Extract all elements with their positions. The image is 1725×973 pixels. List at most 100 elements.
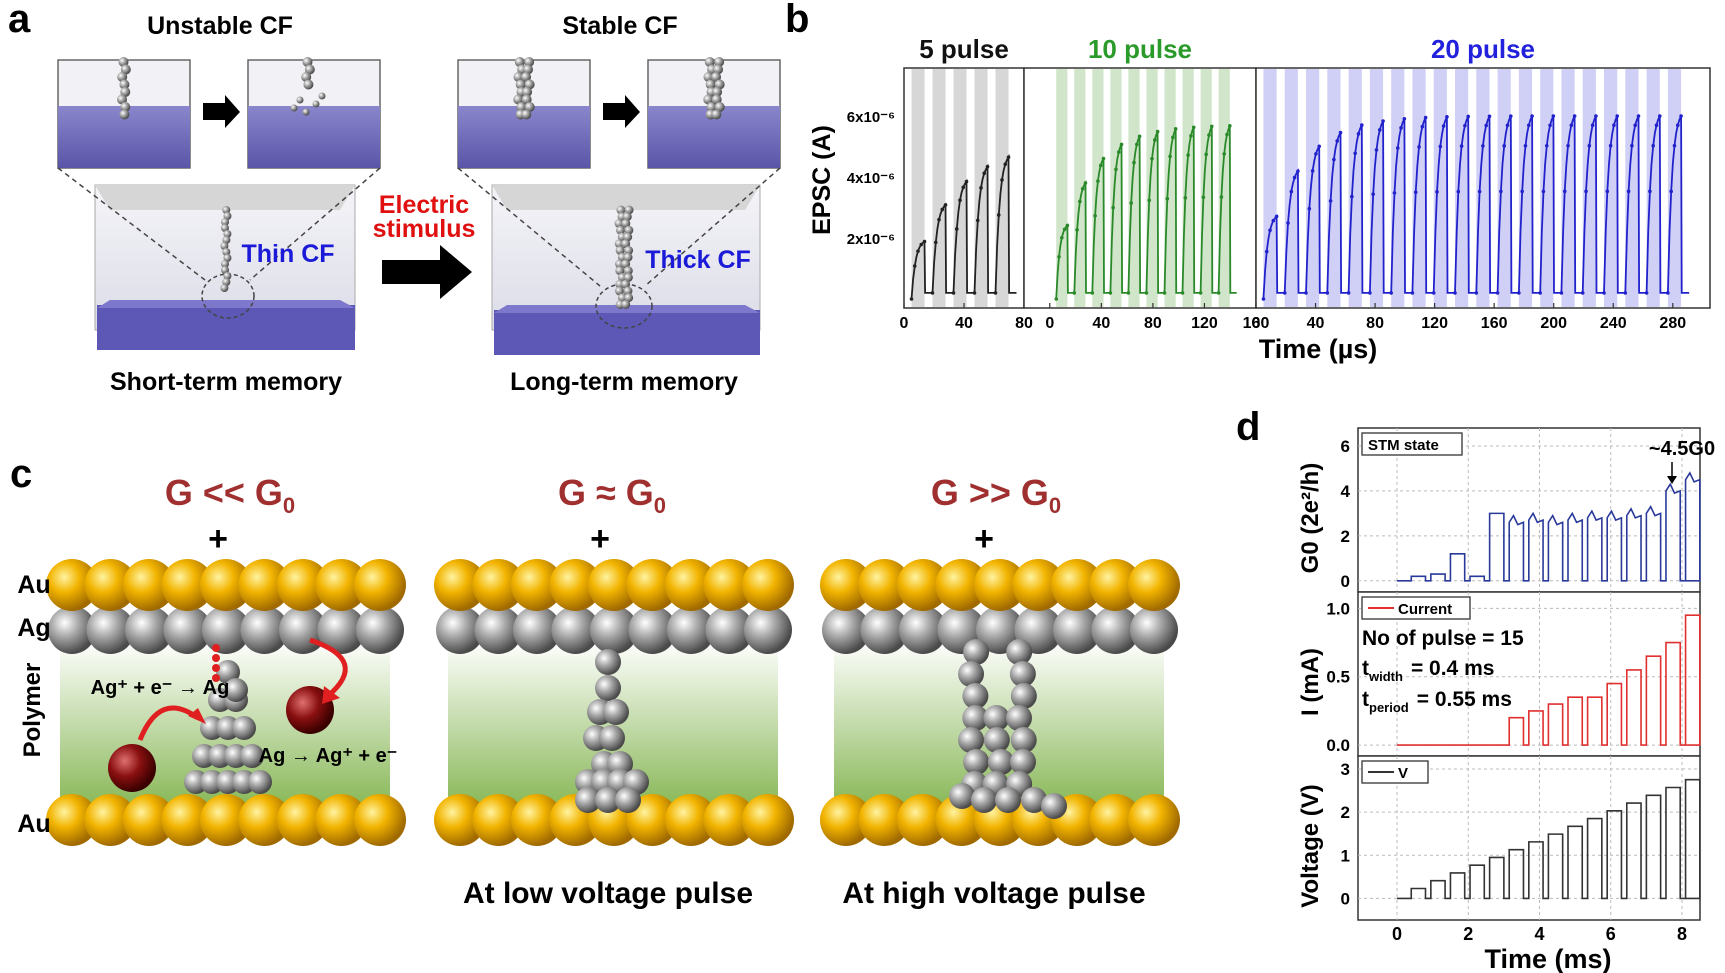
filament-atom [223,254,232,262]
big-arrow-icon [382,245,472,299]
filament-atom [712,87,723,97]
filament-atom [595,675,621,701]
filament-atom [616,205,626,215]
unstable-inset-before [57,57,191,169]
pulse-shade [1200,69,1212,307]
filament-atom [603,699,629,725]
epsc-tick: 6x10⁻⁶ [847,109,895,126]
filament-atom [220,266,229,274]
filament-atom [524,57,535,67]
time-ms-axis-label: Time (ms) [1484,944,1611,973]
ag-atom [860,606,909,654]
ag-atom [744,606,792,654]
stable-inset-before [457,57,591,169]
long-term-memory-label: Long-term memory [510,368,738,396]
filament-atom [623,286,633,296]
x-tick-label: 0 [1252,315,1261,332]
stimulus-line1: Electric [379,191,469,219]
au-atom [200,559,252,611]
panel-b-letter: b [785,0,809,41]
y-tick-label: 0.0 [1326,736,1350,755]
filament-atom [240,744,264,768]
filament-atom [119,109,130,120]
filament-atom [216,660,240,684]
pulse-shade [1327,69,1341,307]
filament-atom [607,751,633,777]
filament-atom [617,293,627,303]
ag-atom [125,606,173,654]
ag-atom [240,606,289,654]
au-atom [434,559,486,611]
au-atom [46,559,98,611]
pulse-width-value: = 0.4 ms [1411,657,1494,680]
pulse-period-subscript: period [1369,700,1409,715]
ag-atom [1053,606,1101,654]
filament-atom [248,770,272,794]
panel-d-letter: d [1236,405,1260,449]
filament-atom [516,102,527,112]
x-tick-label: 80 [1015,315,1033,332]
pulse-shade [1110,69,1122,307]
electron-dot [212,654,220,662]
filament-atom [621,239,631,249]
conductance-title: G ≈ G0 [558,472,666,518]
filament-atom [117,72,128,82]
filament-atom [318,92,326,100]
au-atom [1128,559,1180,611]
pulse-shade [1455,69,1469,307]
pulse-shade [1146,69,1158,307]
x-tick-label: 0 [1392,924,1402,944]
y-tick-label: 0.5 [1326,668,1350,687]
filament-atom [599,725,625,751]
x-tick-label: 200 [1540,315,1567,332]
pulse-shade [1074,69,1086,307]
ag-atom [705,606,754,654]
pulse-shade [1625,69,1639,307]
filament-atom [1021,787,1047,813]
au-atom [588,559,640,611]
au-atom [472,794,525,846]
filament-atom [1009,749,1036,775]
filament-atom [621,300,631,309]
au-atom [161,794,214,846]
pulse-shade [1646,69,1660,307]
epsc-trace [910,153,1017,300]
conductance-title-subscript: 0 [283,493,295,518]
pulse-shade [1497,69,1511,307]
ag-ion-atom [108,744,156,792]
filament-atom [521,109,532,120]
signal-trace [1397,471,1701,582]
au-atom [897,794,949,846]
filament-atom [524,79,535,90]
filament-atom [223,272,232,280]
filament-atom [621,279,631,289]
filament-atom [714,102,725,112]
au-atom [1128,794,1180,846]
ag-atom [551,606,600,654]
filament-atom [513,94,524,105]
filament-atom [704,57,715,67]
ag-atom [628,606,677,654]
panel-c-letter: c [10,452,32,496]
y-axis-label: G0 (2e²/h) [1297,463,1324,574]
ag-atom [1091,606,1140,654]
stable-cf-title: Stable CF [562,12,677,40]
filament-atom [221,218,230,226]
au-atom [1012,559,1065,611]
pulse-width-note: twidth= 0.4 ms [1362,657,1494,684]
au-atom [665,794,717,846]
plus-sign: + [208,520,228,558]
au-atom [820,559,872,611]
ag-atom [202,606,250,654]
epsc-subplot-title: 5 pulse [919,34,1009,64]
x-tick-label: 0 [1045,315,1054,332]
filament-atom [958,727,985,753]
panel-b: b EPSC (A) 6x10⁻⁶ 4x10⁻⁶ 2x10⁻⁶ 5 pulse0… [785,0,1711,364]
y-tick-label: 3 [1341,760,1350,779]
thin-cf-label: Thin CF [241,240,334,268]
signal-trace [1397,614,1701,746]
filament-atom [711,72,722,82]
filament-atom [624,246,634,255]
stable-inset-after [647,57,781,169]
au-atom [315,559,368,611]
